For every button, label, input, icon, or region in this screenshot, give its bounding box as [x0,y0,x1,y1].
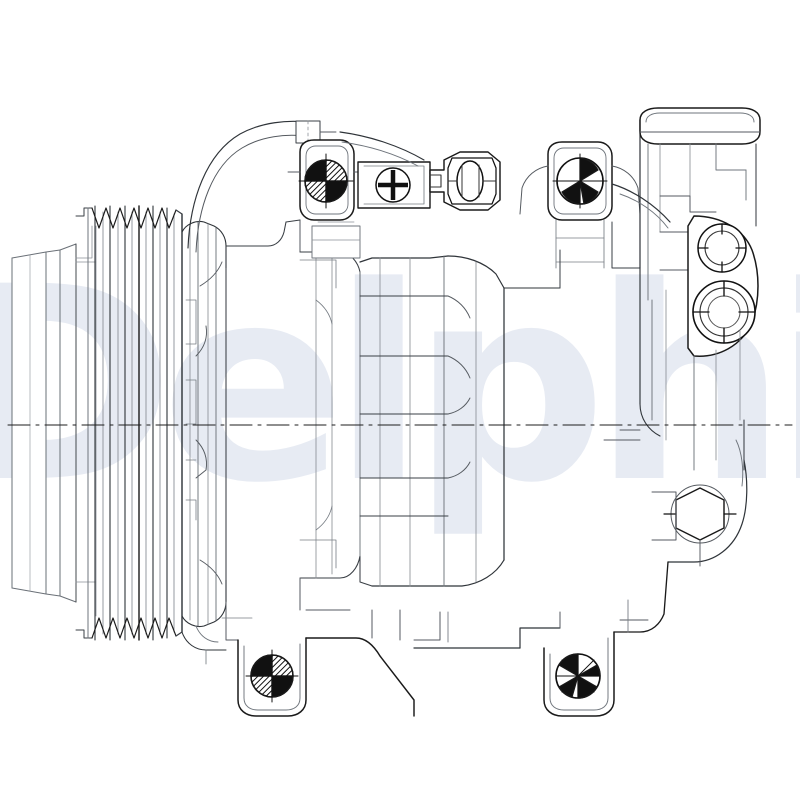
mounting-boss-upper-left [287,139,367,221]
saddle-block [311,221,361,259]
mounting-boss-upper-right [519,141,641,269]
clutch-plate-group [11,249,61,597]
pulley-grooves [75,205,183,641]
mounting-feet-group [221,561,669,717]
cylinder-block-group [225,219,505,611]
mounting-boss-upper-mid [357,161,431,209]
rear-head-group [503,107,761,567]
electrical-connector [339,131,501,211]
front-housing-group [181,220,227,628]
top-bracket-arm [187,120,337,253]
pulley-hub [59,225,97,617]
lower-left-skirt [181,625,227,665]
